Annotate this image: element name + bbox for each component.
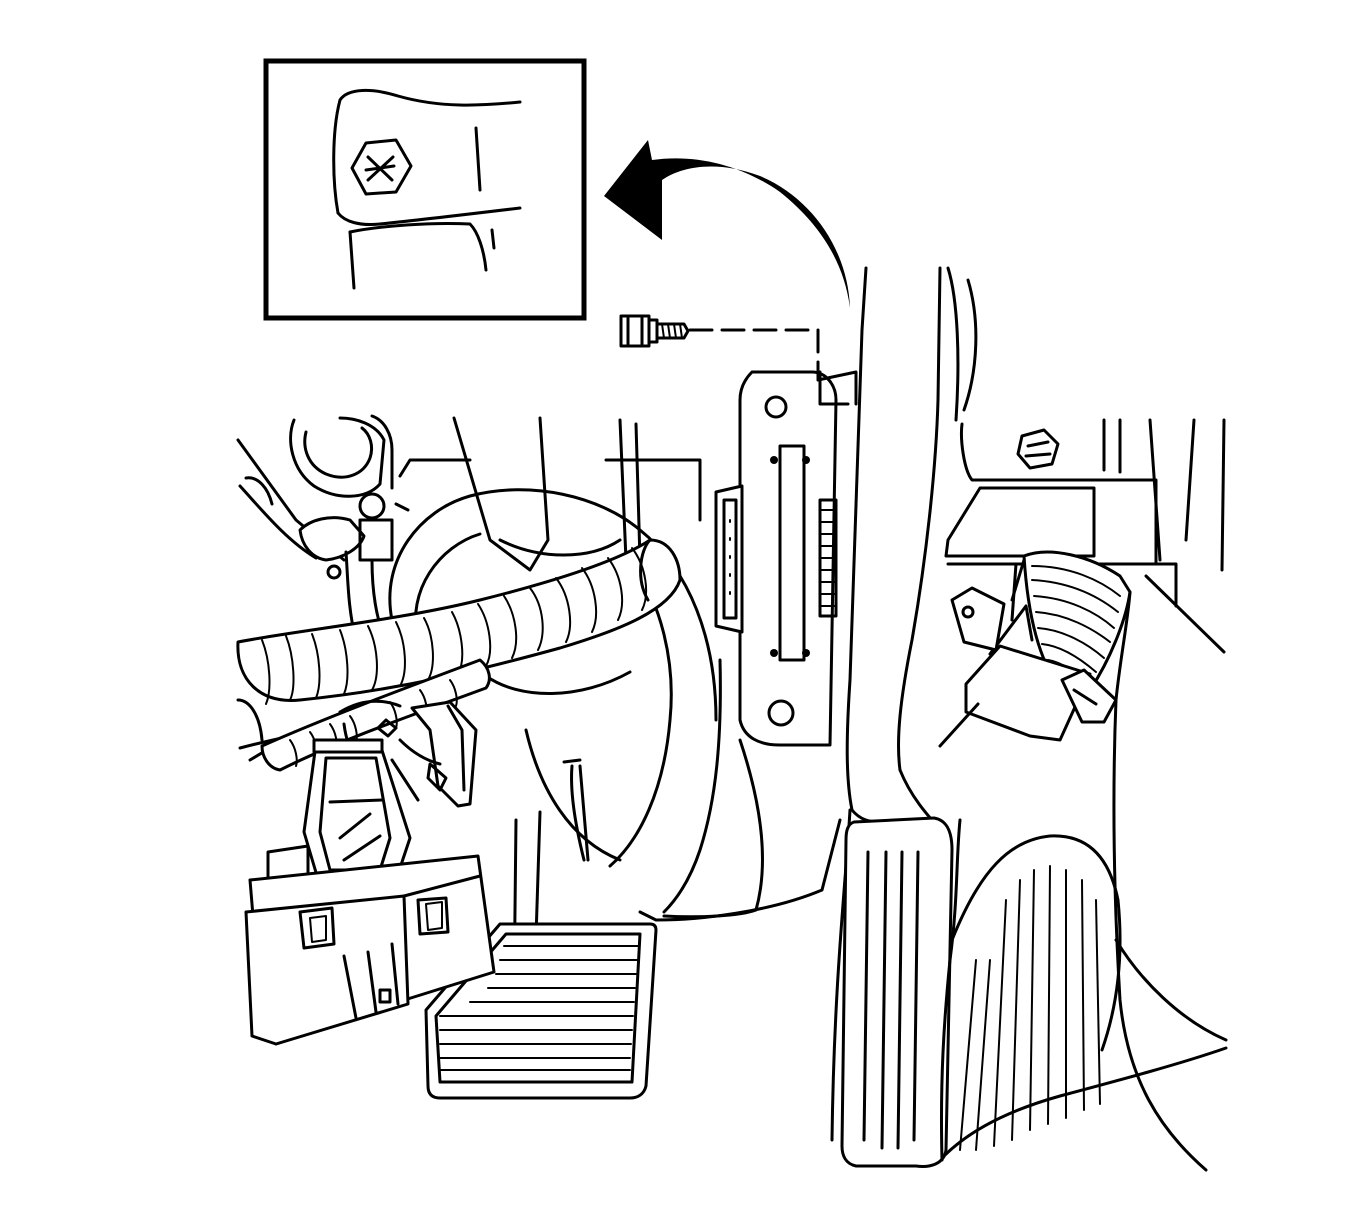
bolt-leader-line bbox=[688, 328, 820, 382]
electrical-connectors bbox=[244, 658, 496, 1046]
inset-detail bbox=[263, 58, 587, 321]
brake-booster-housing bbox=[388, 416, 842, 922]
inset-bracket-outline bbox=[332, 88, 522, 215]
right-harness-conduit bbox=[1010, 550, 1208, 1172]
floor-footrest bbox=[939, 818, 1228, 1162]
inset-frame bbox=[263, 58, 587, 321]
hex-nut-icon bbox=[1016, 428, 1060, 470]
hex-bolt-head-with-x-mark-icon bbox=[350, 138, 413, 196]
steering-column-clamp bbox=[236, 414, 410, 642]
accelerator-pedal bbox=[830, 768, 954, 1168]
right-connector bbox=[938, 558, 1118, 748]
pedal-support-bracket bbox=[714, 266, 978, 812]
curved-arrow-icon bbox=[604, 140, 850, 308]
flanged-hex-bolt-icon bbox=[619, 314, 690, 348]
